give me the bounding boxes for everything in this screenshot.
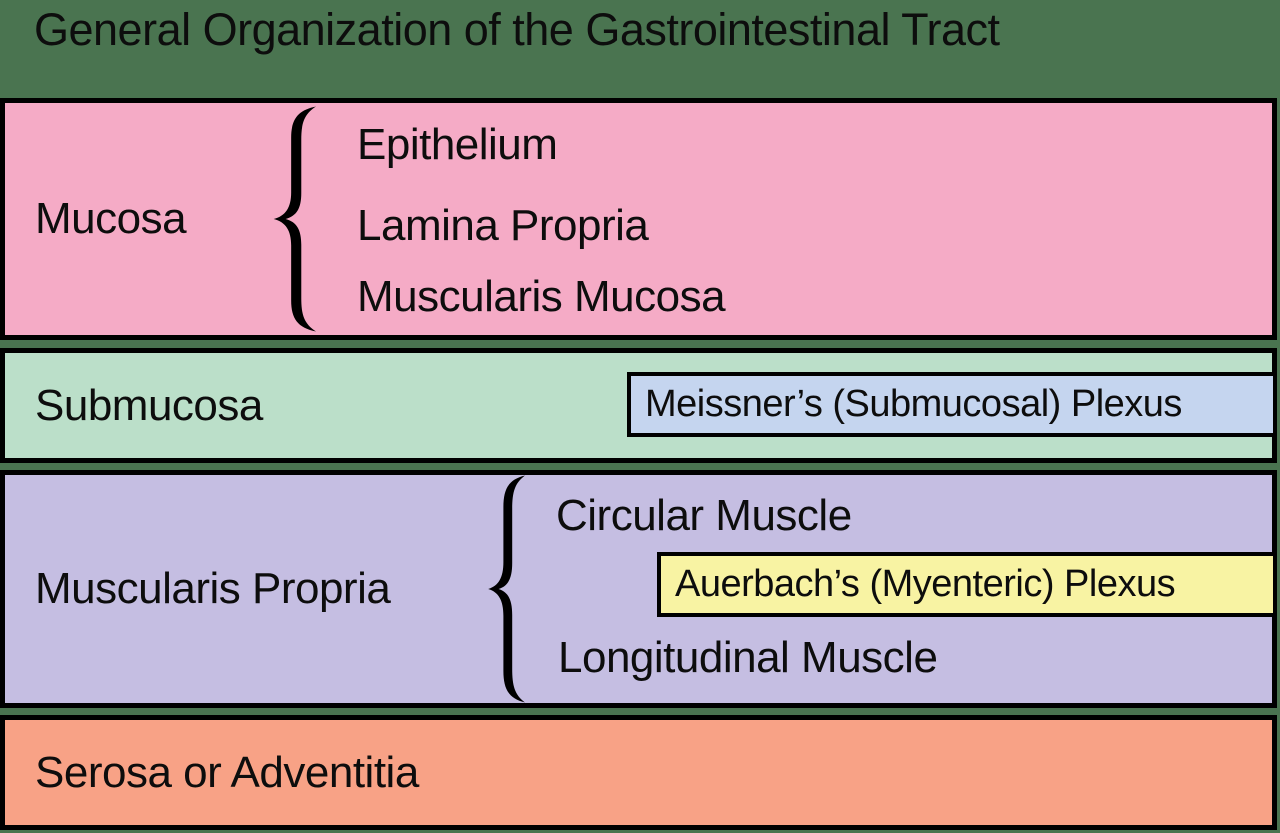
plexus-label-auerbachs: Auerbach’s (Myenteric) Plexus xyxy=(675,563,1176,605)
layer-band-mucosa xyxy=(0,98,1277,340)
curly-brace-icon xyxy=(273,106,316,332)
layer-label-mucosa: Mucosa xyxy=(35,194,187,243)
sublayer-lamina-propria: Lamina Propria xyxy=(357,201,649,250)
layer-label-serosa: Serosa or Adventitia xyxy=(35,747,419,797)
curly-brace-icon xyxy=(488,475,525,703)
layer-label-muscularis-propria: Muscularis Propria xyxy=(35,564,391,613)
plexus-box-auerbachs: Auerbach’s (Myenteric) Plexus xyxy=(657,552,1277,617)
sublayer-epithelium: Epithelium xyxy=(357,120,558,169)
layer-band-serosa xyxy=(0,715,1277,830)
page-title: General Organization of the Gastrointest… xyxy=(34,4,1000,55)
sublayer-muscularis-mucosa: Muscularis Mucosa xyxy=(357,272,726,321)
sublayer-longitudinal-muscle: Longitudinal Muscle xyxy=(558,633,938,682)
layer-label-submucosa: Submucosa xyxy=(35,380,263,430)
plexus-box-meissners: Meissner’s (Submucosal) Plexus xyxy=(627,372,1277,437)
plexus-label-meissners: Meissner’s (Submucosal) Plexus xyxy=(645,383,1182,425)
sublayer-circular-muscle: Circular Muscle xyxy=(556,491,852,540)
